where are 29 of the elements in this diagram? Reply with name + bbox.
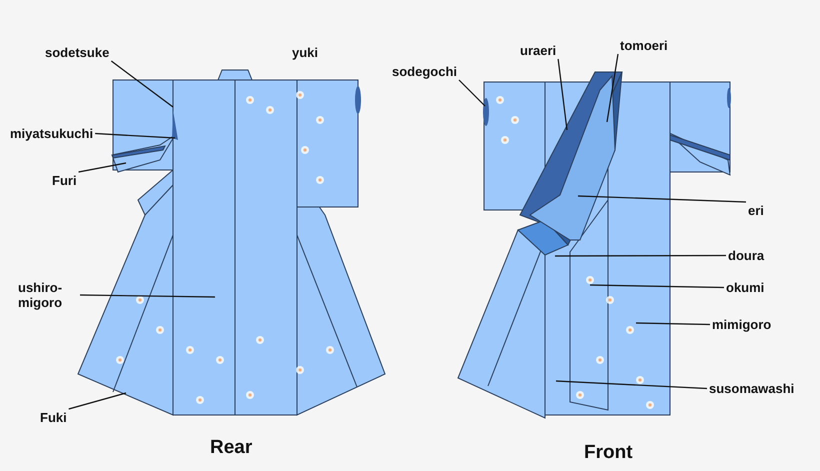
part-label: miyatsukuchi bbox=[10, 126, 94, 141]
leader-line bbox=[555, 254, 726, 257]
part-label: doura bbox=[728, 248, 764, 263]
part-label: sodetsuke bbox=[45, 45, 110, 60]
leader-line bbox=[556, 380, 708, 390]
leader-line bbox=[636, 322, 710, 326]
leader-line bbox=[590, 284, 724, 288]
part-label: Fuki bbox=[40, 410, 67, 425]
view-title: Rear bbox=[210, 437, 252, 459]
leader-line bbox=[606, 54, 619, 122]
leader-line bbox=[558, 58, 568, 130]
view-title: Front bbox=[584, 442, 633, 464]
part-label: susomawashi bbox=[709, 381, 794, 396]
part-label: okumi bbox=[726, 280, 764, 295]
part-label: uraeri bbox=[520, 43, 556, 58]
part-label: eri bbox=[748, 203, 764, 218]
leader-line bbox=[458, 80, 486, 106]
part-label: Furi bbox=[52, 173, 77, 188]
leader-line bbox=[78, 162, 126, 173]
part-label: yuki bbox=[292, 45, 318, 60]
part-label: sodegochi bbox=[392, 64, 458, 79]
leader-line bbox=[80, 294, 215, 298]
leader-line bbox=[95, 132, 176, 139]
leader-line bbox=[110, 60, 174, 108]
part-label: ushiro- migoro bbox=[18, 280, 78, 310]
leader-line bbox=[578, 195, 746, 203]
part-label: mimigoro bbox=[712, 317, 772, 332]
part-label: tomoeri bbox=[620, 38, 668, 53]
leader-line bbox=[68, 392, 126, 410]
